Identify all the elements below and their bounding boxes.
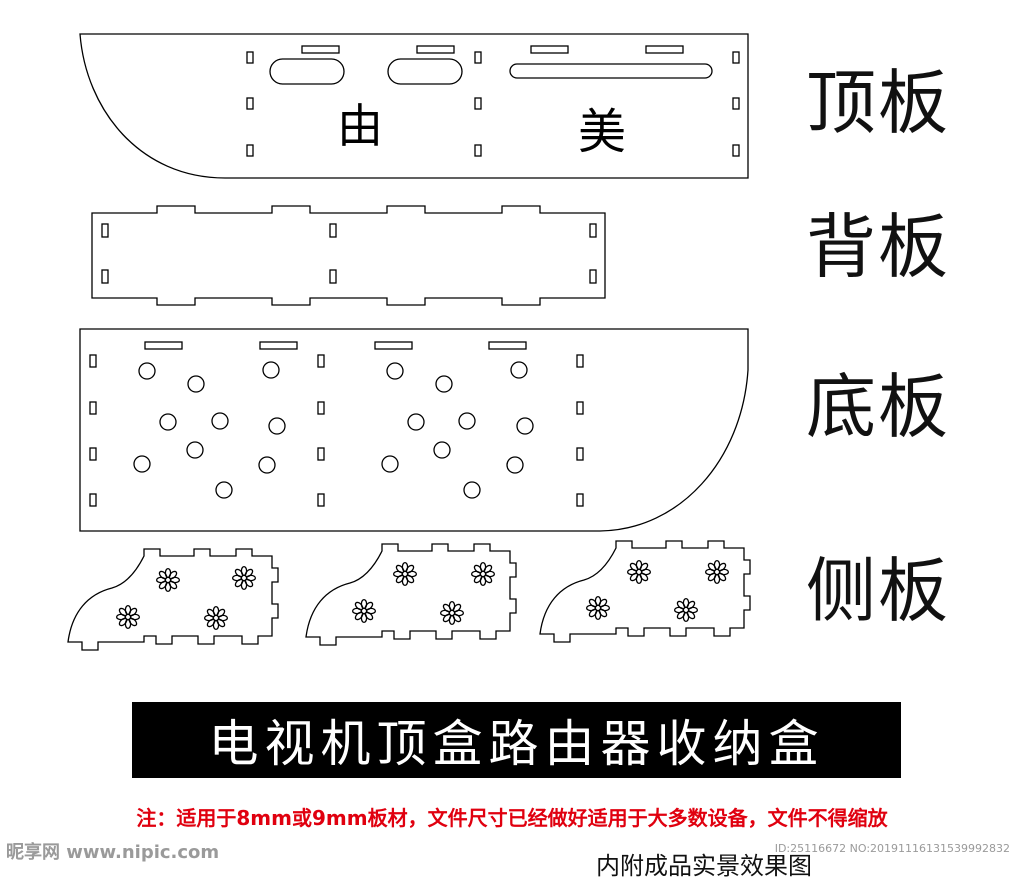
side-panel-3 <box>539 540 751 643</box>
back-panel <box>91 205 606 306</box>
side-panel-2 <box>305 543 517 646</box>
top-panel-label: 顶板 <box>806 62 950 144</box>
engraving-char-2: 美 <box>578 104 626 160</box>
subtitle-caption: 内附成品实景效果图 <box>596 852 812 880</box>
engraving-char-1: 由 <box>337 99 383 153</box>
bottom-panel-label: 底板 <box>806 366 950 448</box>
bottom-panel <box>79 328 749 532</box>
side-panel-1 <box>67 548 279 651</box>
usage-note: 注：适用于8mm或9mm板材，文件尺寸已经做好适用于大多数设备，文件不得缩放 <box>136 806 888 830</box>
bottom-panel-slots <box>89 354 584 507</box>
side-panel-label: 侧板 <box>806 550 950 632</box>
top-panel <box>79 33 749 179</box>
bottom-panel-vent-holes <box>133 361 534 499</box>
product-title: 电视机顶盒路由器收纳盒 <box>132 702 901 778</box>
image-id-watermark: ID:25116672 NO:20191116131539992832 <box>774 842 1010 855</box>
back-panel-label: 背板 <box>806 206 950 288</box>
top-panel-slots <box>246 51 740 157</box>
site-watermark: 昵享网 www.nipic.com <box>6 842 220 863</box>
